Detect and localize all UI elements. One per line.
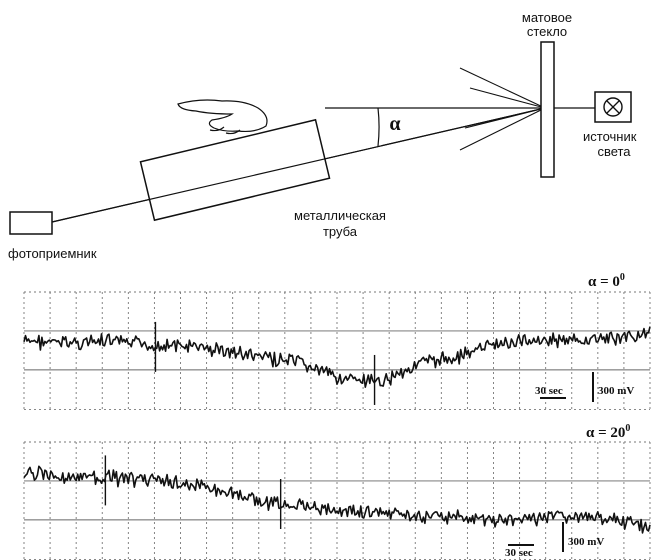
spikes-bottom <box>104 455 282 529</box>
angle-arc <box>377 107 380 147</box>
matte-glass-label-2: стекло <box>527 24 567 39</box>
time-scale-top: 30 sec <box>535 385 563 397</box>
alpha-0-label: α = 00 <box>588 272 625 290</box>
scalebar-bottom: 30 sec 300 mV <box>505 522 604 559</box>
alpha-20-label: α = 200 <box>586 423 630 441</box>
scalebar-top: 30 sec 300 mV <box>535 372 634 402</box>
angle-alpha-label: α <box>389 113 400 135</box>
trace-alpha-20 <box>23 465 651 534</box>
matte-glass-label-1: матовое <box>522 10 572 25</box>
recording-alpha-0: α = 00 30 sec 300 mV <box>23 272 651 410</box>
matte-glass <box>540 41 555 178</box>
source-label-1: источник <box>583 129 637 144</box>
hand-icon <box>177 99 268 135</box>
photodetector-label: фотоприемник <box>8 246 97 261</box>
tube-label-1: металлическая <box>294 208 386 223</box>
tube-label-2: труба <box>323 224 358 239</box>
time-scale-bottom: 30 sec <box>505 547 533 559</box>
spikes-top <box>154 321 376 405</box>
beam-line-inner <box>51 107 546 223</box>
metal-tube <box>139 118 331 222</box>
grid-bottom <box>23 441 651 560</box>
voltage-scale-top: 300 mV <box>598 385 634 397</box>
recording-alpha-20: α = 200 30 sec 300 mV <box>23 423 651 560</box>
source-label-2: света <box>597 144 631 159</box>
optical-setup: матовое стекло источник света металличес… <box>8 10 637 261</box>
photodetector-box <box>9 211 53 235</box>
scatter-rays <box>459 67 546 151</box>
voltage-scale-bottom: 300 mV <box>568 536 604 548</box>
lamp-icon <box>603 97 623 117</box>
grid-top <box>23 291 651 410</box>
trace-alpha-0 <box>23 326 651 388</box>
